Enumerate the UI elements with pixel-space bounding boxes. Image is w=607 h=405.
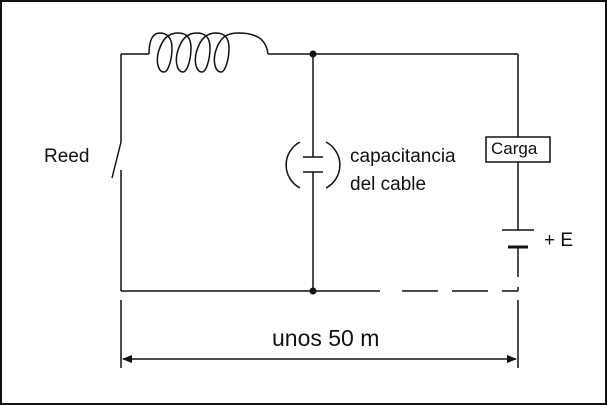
inductor-coil — [148, 32, 269, 73]
reed-label: Reed — [44, 146, 90, 167]
capacitance-label-line1: capacitancia — [350, 146, 456, 167]
cable-capacitor — [285, 54, 341, 291]
capacitance-label-line2: del cable — [350, 174, 427, 195]
battery — [502, 229, 534, 249]
load-box — [485, 136, 551, 163]
reed-switch — [111, 54, 122, 291]
distance-label: unos 50 m — [272, 325, 380, 351]
load-label: Carga — [491, 139, 538, 158]
junction-dot-bottom — [309, 287, 317, 295]
voltage-label: + E — [544, 230, 574, 251]
junction-dot-top — [309, 50, 317, 58]
